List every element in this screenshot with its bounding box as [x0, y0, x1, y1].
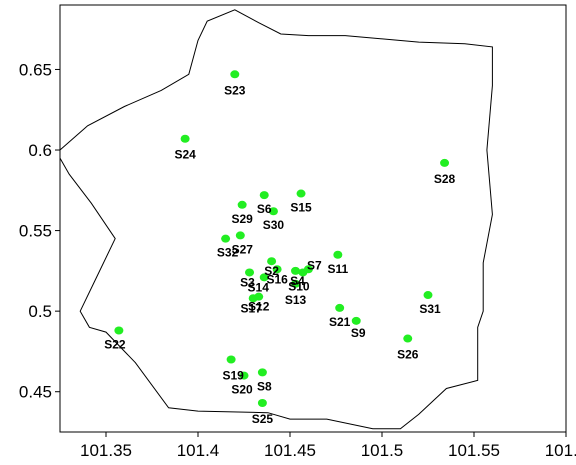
- site-label: S17: [241, 301, 263, 315]
- site-marker[interactable]: [257, 398, 267, 407]
- site-marker[interactable]: [440, 158, 450, 167]
- site-marker[interactable]: [180, 134, 190, 143]
- site-label: S9: [351, 326, 366, 340]
- y-tick-label: 0.6: [28, 141, 52, 160]
- x-axis-ticks: 101.35 101.4 101.45 101.5 101.55 101.6: [80, 432, 576, 460]
- site-marker[interactable]: [298, 268, 308, 277]
- x-tick-label: 101.45: [264, 441, 316, 460]
- y-tick-label: 0.65: [19, 60, 52, 79]
- site-label: S8: [257, 379, 272, 393]
- region-boundary: [59, 9, 493, 430]
- site-marker[interactable]: [291, 279, 301, 288]
- site-marker[interactable]: [226, 355, 236, 364]
- site-marker[interactable]: [268, 207, 278, 216]
- site-label: S7: [307, 258, 322, 272]
- site-marker[interactable]: [423, 291, 433, 300]
- site-label: S14: [248, 280, 270, 294]
- site-label: S22: [104, 337, 126, 351]
- site-label: S23: [224, 83, 246, 97]
- site-marker[interactable]: [267, 257, 277, 266]
- site-marker[interactable]: [221, 234, 231, 243]
- site-label: S3: [240, 275, 255, 289]
- x-tick-label: 101.35: [80, 441, 132, 460]
- y-axis-ticks: 0.45 0.5 0.55 0.6 0.65: [19, 60, 60, 402]
- site-label: S13: [285, 293, 307, 307]
- site-marker[interactable]: [114, 326, 124, 335]
- site-label: S24: [174, 148, 196, 162]
- site-label: S16: [266, 272, 288, 286]
- site-label: S6: [257, 202, 272, 216]
- x-tick-label: 101.55: [448, 441, 500, 460]
- sampling-sites-layer: [114, 70, 450, 407]
- site-label: S2: [264, 264, 279, 278]
- y-tick-label: 0.45: [19, 383, 52, 402]
- site-marker[interactable]: [333, 250, 343, 259]
- site-label: S21: [329, 315, 351, 329]
- y-tick-label: 0.5: [28, 302, 52, 321]
- site-label: S4: [290, 274, 305, 288]
- site-label: S15: [290, 201, 312, 215]
- site-marker[interactable]: [239, 371, 249, 380]
- site-label: S27: [232, 242, 254, 256]
- x-tick-label: 101.5: [361, 441, 404, 460]
- region-boundary-layer: [59, 9, 493, 430]
- x-tick-label: 101.6: [545, 441, 576, 460]
- site-marker[interactable]: [245, 268, 255, 277]
- site-label: S25: [252, 412, 274, 426]
- site-label: S31: [419, 302, 441, 316]
- site-marker[interactable]: [296, 189, 306, 198]
- site-marker[interactable]: [248, 294, 258, 303]
- site-marker[interactable]: [237, 200, 247, 209]
- site-label: S11: [327, 262, 348, 276]
- site-marker[interactable]: [291, 266, 301, 275]
- site-marker[interactable]: [259, 191, 269, 200]
- site-marker[interactable]: [403, 334, 413, 343]
- y-tick-label: 0.55: [19, 222, 52, 241]
- site-marker[interactable]: [351, 316, 361, 325]
- map-frame: [59, 4, 567, 433]
- site-marker[interactable]: [257, 368, 267, 377]
- site-label: S29: [231, 212, 253, 226]
- site-label: S26: [397, 348, 419, 362]
- site-marker[interactable]: [335, 303, 345, 312]
- x-tick-label: 101.4: [177, 441, 220, 460]
- site-marker[interactable]: [235, 231, 245, 240]
- site-label: S10: [288, 279, 310, 293]
- site-label: S19: [222, 368, 244, 382]
- site-label: S32: [217, 246, 239, 260]
- site-marker[interactable]: [272, 265, 282, 274]
- site-label: S30: [263, 218, 285, 232]
- site-marker[interactable]: [259, 273, 269, 282]
- site-label: S20: [231, 383, 253, 397]
- site-marker[interactable]: [230, 70, 240, 79]
- site-label: S28: [434, 172, 456, 186]
- site-label: S12: [248, 300, 270, 314]
